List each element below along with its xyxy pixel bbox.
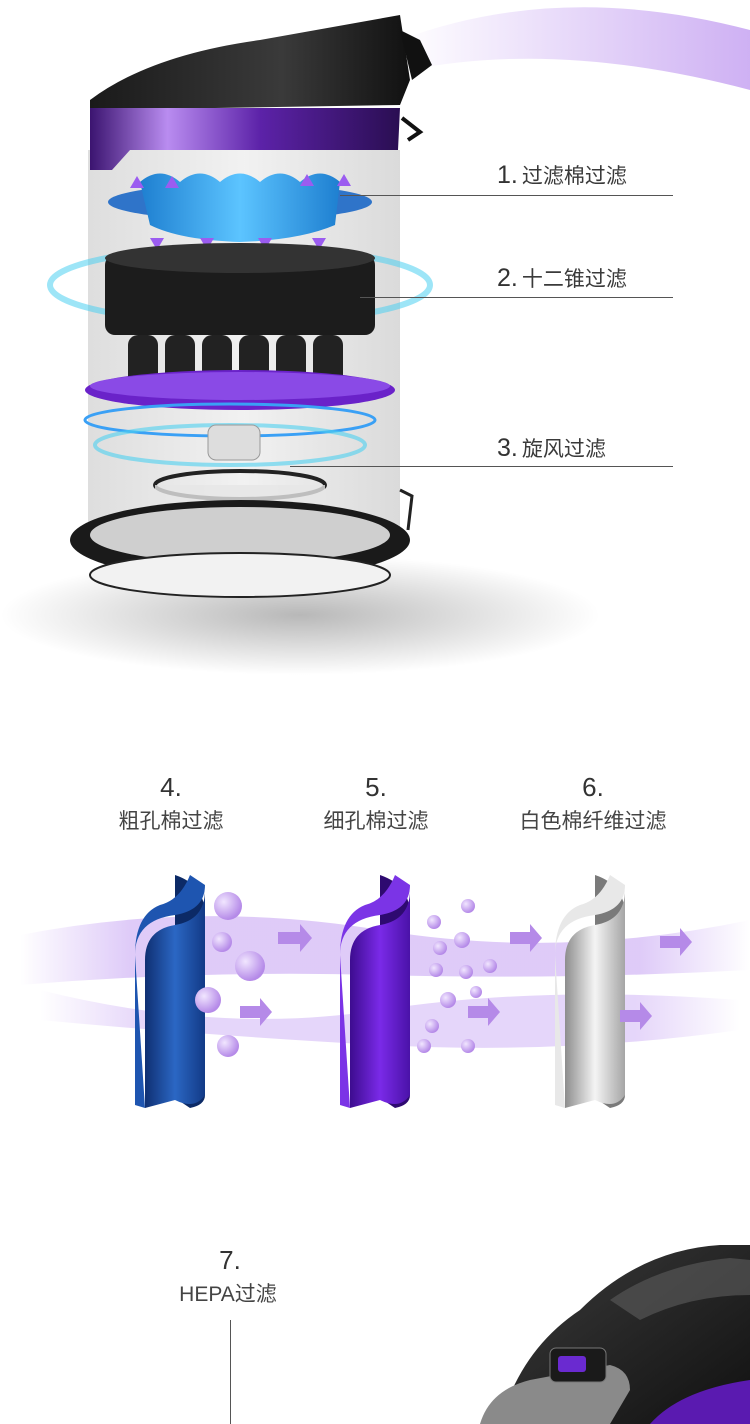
stage-6-name: 白色棉纤维过滤 (519, 810, 667, 833)
cone-filter-top (105, 255, 375, 335)
stage-7-name: HEPA过滤 (179, 1283, 277, 1306)
stage-5-filter (350, 890, 410, 1108)
dust-cup-illustration (0, 0, 750, 700)
callout-2-number: 2. (497, 264, 518, 292)
stage-6-filter (565, 890, 625, 1108)
lid-latch (400, 30, 432, 80)
callout-3-leader (290, 466, 673, 467)
stage-7-leader (230, 1320, 231, 1424)
stage-4-number: 4. (160, 772, 182, 802)
machine-purple-accent (650, 1380, 750, 1424)
flow-arrows (240, 924, 692, 1030)
stage-6-number: 6. (582, 772, 604, 802)
base-latch (399, 488, 414, 531)
vacuum-machine-illustration (460, 1240, 750, 1424)
filter-stages-illustration (0, 860, 750, 1120)
stage-4-filter (145, 890, 205, 1108)
cup-lid (90, 15, 410, 110)
cone-filter-rim (105, 243, 375, 273)
stage-5-filter-edge (340, 875, 410, 1108)
stage-5-number: 5. (365, 772, 387, 802)
callout-3-number: 3. (497, 434, 518, 462)
dust-cup-svg (0, 7, 750, 675)
cyclone-mesh (207, 424, 261, 461)
callout-3: 3.旋风过滤 (497, 433, 606, 463)
callout-1-number: 1. (497, 161, 518, 189)
foam-filter (140, 173, 340, 242)
base-plate-glass (90, 507, 390, 563)
callout-1-leader (340, 195, 673, 196)
stage-5-name: 细孔棉过滤 (323, 810, 429, 833)
air-stream (400, 7, 750, 90)
vacuum-machine-svg (480, 1245, 750, 1424)
base-bottom (89, 552, 391, 598)
callout-2-leader (360, 297, 673, 298)
callout-3-text: 旋风过滤 (521, 438, 606, 461)
filter-stages-svg (20, 875, 750, 1108)
callout-2: 2.十二锥过滤 (497, 263, 627, 293)
machine-display-screen (558, 1356, 586, 1372)
purple-plate-top (90, 372, 390, 400)
small-particles (417, 899, 497, 1053)
stage-7-number: 7. (219, 1245, 241, 1275)
stage-4-name: 粗孔棉过滤 (118, 810, 224, 833)
lid-handle (400, 116, 424, 142)
stage-4-filter-edge (135, 875, 205, 1108)
callout-2-text: 十二锥过滤 (521, 268, 627, 291)
lid-purple-band (90, 108, 400, 170)
callout-1: 1.过滤棉过滤 (497, 160, 627, 190)
callout-1-text: 过滤棉过滤 (521, 165, 627, 188)
machine-highlight (610, 1258, 750, 1320)
stage-6-filter-edge (555, 875, 625, 1108)
large-particles (195, 892, 265, 1057)
airflow-arrows (130, 174, 351, 250)
